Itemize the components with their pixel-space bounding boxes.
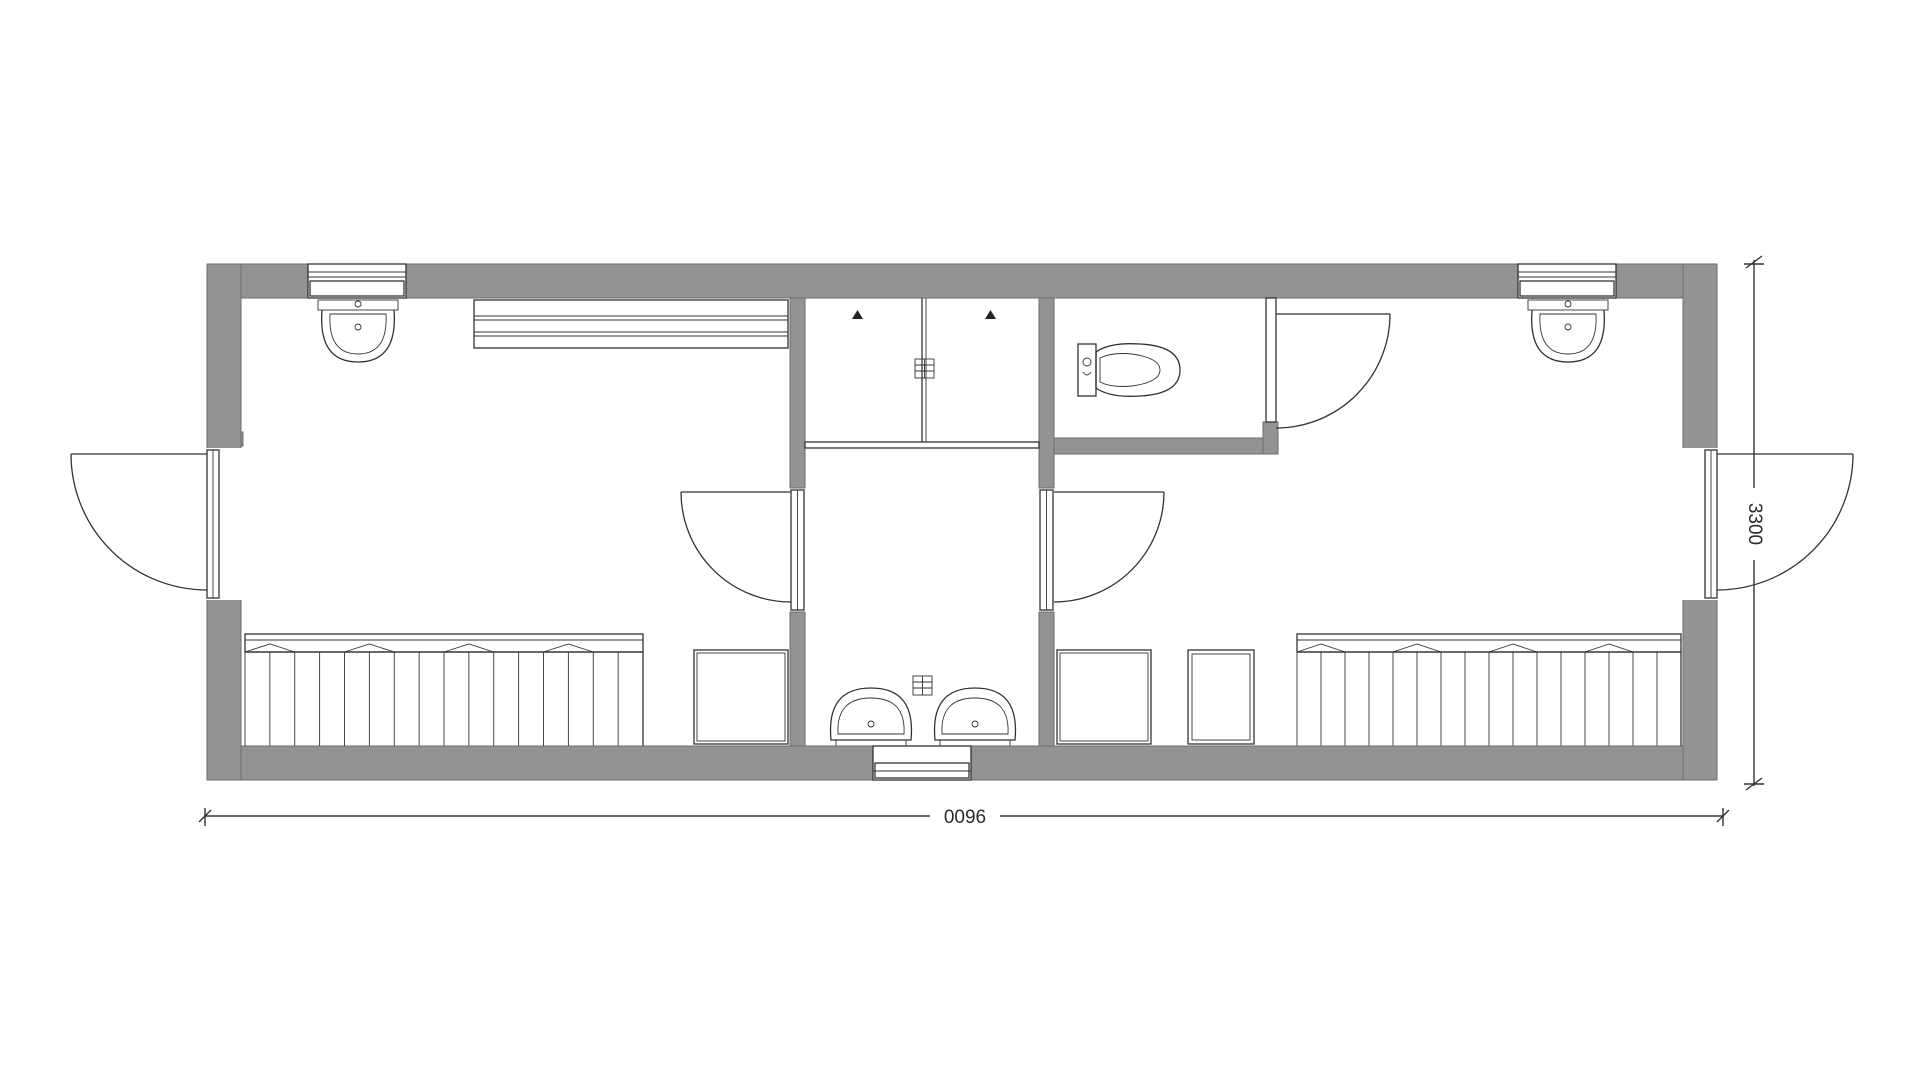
cabinet	[1187, 649, 1255, 745]
washbasin-icon	[933, 687, 1017, 746]
washbasin-icon	[1527, 299, 1609, 363]
door-wc	[1265, 297, 1391, 429]
floor-drain-icon	[912, 675, 933, 696]
wall-openings	[206, 263, 1718, 781]
length-label: 0096	[944, 807, 986, 828]
cabinet	[1056, 649, 1152, 745]
outer-walls	[206, 263, 1718, 781]
width-label: 3300	[1744, 503, 1765, 545]
shower-head-icon	[852, 310, 863, 319]
door-left-interior	[680, 489, 805, 611]
toilet-icon	[1077, 343, 1181, 397]
window-bottom-center	[872, 745, 972, 781]
cabinet	[693, 649, 789, 745]
double-washbasin	[829, 675, 1017, 746]
shower-cubicles	[804, 298, 1040, 449]
dimension-width: 3300	[1744, 255, 1765, 791]
dimension-length: 0096	[198, 807, 1730, 828]
window-top-right	[1517, 263, 1617, 299]
door-left-exterior	[70, 449, 220, 599]
shower-drain-icon	[914, 358, 935, 379]
door-right-exterior	[1704, 449, 1854, 599]
wall-rack	[473, 299, 789, 349]
washbasin-icon	[829, 687, 913, 746]
window-top-left	[307, 263, 407, 299]
bench-left	[244, 633, 644, 746]
washbasin-icon	[317, 299, 399, 363]
bench-right	[1296, 633, 1682, 746]
shower-head-icon	[985, 310, 996, 319]
interior-walls	[789, 297, 1279, 747]
door-right-interior	[1039, 489, 1165, 611]
door-reveals	[240, 431, 244, 447]
